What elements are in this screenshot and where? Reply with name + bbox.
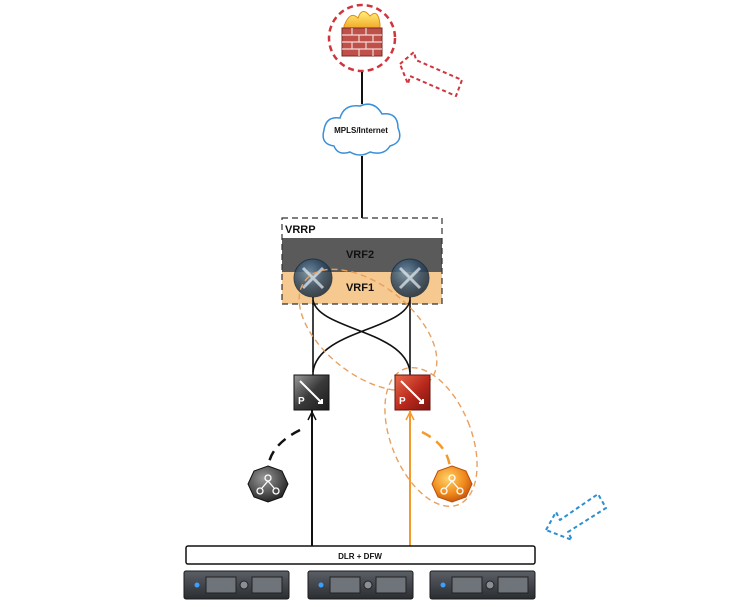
svg-text:P: P [399, 396, 406, 407]
server-1 [183, 570, 290, 600]
vrf1-label: VRF1 [346, 282, 374, 294]
firewall-highlight-circle [327, 3, 397, 73]
firewall-icon [341, 11, 383, 57]
vrrp-label: VRRP [285, 224, 316, 236]
firewall [327, 3, 397, 73]
dashed-link-gray-controller [266, 428, 301, 469]
router-edge-links [312, 297, 411, 375]
dlr-dfw-bar: DLR + DFW [185, 545, 536, 565]
router-left [293, 258, 333, 298]
controller-orange [431, 465, 473, 503]
controller-icon [431, 465, 473, 503]
dlr-label: DLR + DFW [338, 552, 382, 561]
svg-text:P: P [298, 396, 305, 407]
red-callout-arrow [399, 51, 463, 97]
blue-callout-arrow [545, 493, 607, 541]
controller-gray [247, 465, 289, 503]
dashed-link-orange-controller [421, 430, 452, 469]
cloud-icon [322, 103, 401, 156]
arrowhead-gray [307, 410, 317, 421]
edge-gateway-orange: P [394, 374, 431, 411]
edge-gateway-gray: P [293, 374, 330, 411]
arrowhead-orange [405, 410, 415, 421]
dashed-orange-ellipse-large [298, 268, 438, 392]
dashed-orange-ellipse-small [384, 366, 478, 508]
vrrp-box [281, 217, 443, 305]
controller-icon [247, 465, 289, 503]
router-right [390, 258, 430, 298]
server-3 [429, 570, 536, 600]
server-2 [307, 570, 414, 600]
vrf2-label: VRF2 [346, 249, 374, 261]
mpls-internet-cloud: MPLS/Internet [322, 103, 401, 156]
cloud-label: MPLS/Internet [334, 126, 388, 135]
